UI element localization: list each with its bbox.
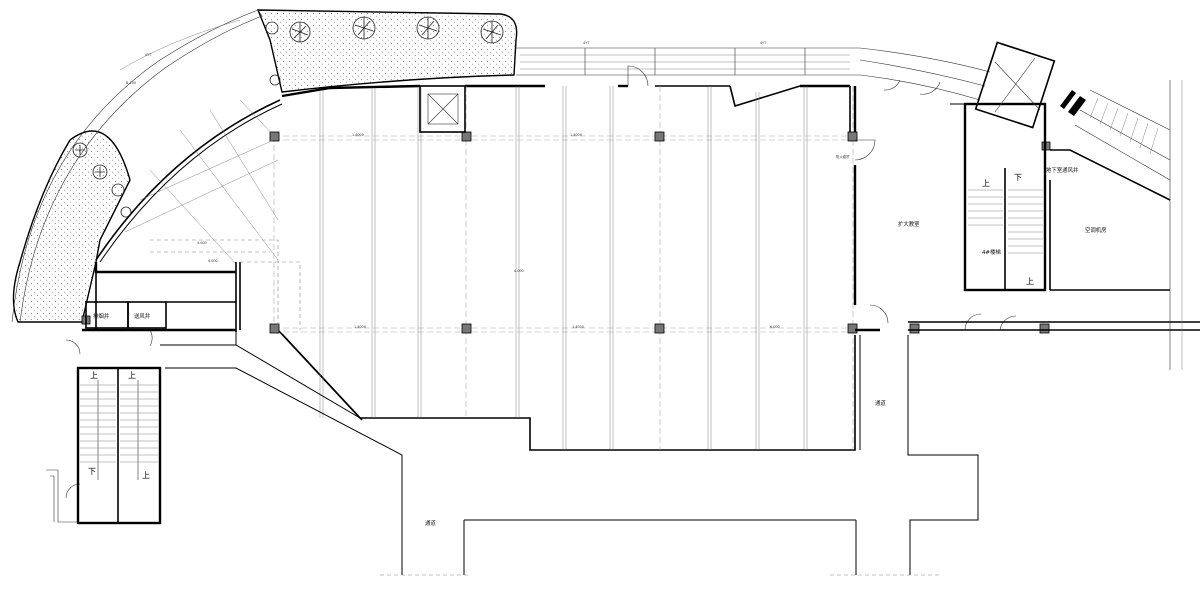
stair-mark-down-2: 下 xyxy=(1014,173,1022,182)
planting-bed-top xyxy=(256,9,518,93)
top-walkway: 4YT 4YT 4YT B-100 xyxy=(126,41,850,85)
hall-dimension-labels: 1.4000 1.4000 1.4000 1.4000 4.000 4.000 … xyxy=(197,133,780,329)
dim-left-1: 4YT xyxy=(145,53,152,57)
room-label-air-supply: 送风井 xyxy=(134,312,151,320)
svg-text:4.000: 4.000 xyxy=(208,259,218,263)
left-stairs xyxy=(46,366,162,525)
svg-text:1.4000: 1.4000 xyxy=(572,325,584,329)
svg-text:4.000: 4.000 xyxy=(514,269,524,273)
svg-text:4.000: 4.000 xyxy=(197,241,207,245)
room-label-corridor-right: 通道 xyxy=(875,399,886,407)
dim-top-2: 4YT xyxy=(760,41,767,45)
room-label-basement-vent: 地下室通风井 xyxy=(1046,166,1079,174)
dim-left-2: B-100 xyxy=(126,81,136,85)
lower-corridors xyxy=(160,330,979,576)
room-label-corridor-bottom: 通道 xyxy=(425,519,436,527)
right-zone-walls xyxy=(855,41,1200,370)
curved-zone-grid xyxy=(124,99,301,330)
stair-mark-up-4: 上 xyxy=(982,179,990,188)
left-service-block xyxy=(82,262,237,332)
stair-mark-up-2: 上 xyxy=(128,371,136,380)
svg-text:6.000: 6.000 xyxy=(770,325,780,329)
tree-icons xyxy=(72,16,504,218)
door-swings xyxy=(65,65,1017,499)
structural-grid xyxy=(273,86,855,450)
dim-top-1: 4YT xyxy=(583,41,590,45)
svg-text:1.4000: 1.4000 xyxy=(352,133,364,137)
stair-mark-down-1: 下 xyxy=(88,467,96,476)
elevator-shaft xyxy=(419,85,466,133)
svg-text:1.4000: 1.4000 xyxy=(354,325,366,329)
room-label-stair-4: 4#楼梯 xyxy=(982,248,1001,256)
room-label-fire-shutter: 防火卷帘 xyxy=(836,154,850,159)
planting-bed-left xyxy=(12,130,131,323)
stair-mark-up-5: 上 xyxy=(1026,277,1034,286)
stair-mark-up-3: 上 xyxy=(142,471,150,480)
svg-text:1.4000: 1.4000 xyxy=(570,133,582,137)
room-label-drainage: 排烟井 xyxy=(93,312,110,320)
room-label-ac-room: 空调机房 xyxy=(1085,226,1107,234)
main-hall-walls xyxy=(235,84,857,451)
stair-mark-up-1: 上 xyxy=(90,371,98,380)
room-label-expanded-classroom: 扩大教室 xyxy=(898,220,920,228)
